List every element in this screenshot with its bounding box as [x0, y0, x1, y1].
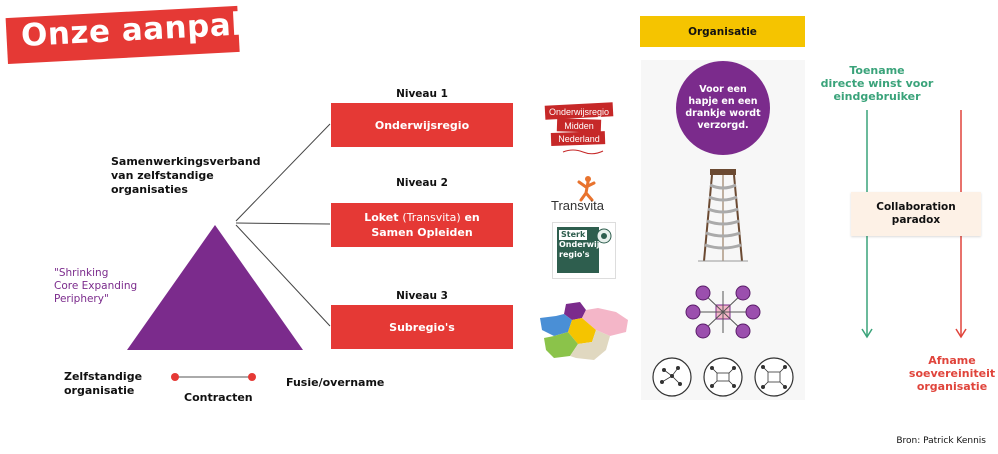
transvita-logo: Transvita [548, 173, 612, 217]
onderwijsregio-logo: Onderwijsregio Midden Nederland [543, 102, 615, 162]
zelfstandige-text: Zelfstandige organisatie [64, 370, 143, 397]
collaboration-paradox-box: Collaboration paradox [851, 192, 981, 236]
niveau-3-label: Niveau 3 [396, 290, 448, 302]
svg-text:Onderwijsregio: Onderwijsregio [549, 107, 609, 117]
contracten-label: Contracten [184, 391, 253, 404]
contract-dot-left [171, 373, 179, 381]
network-circle-3 [754, 357, 794, 397]
sterk-onderwijsregios-logo: Sterk Onderwijs- regio's [552, 222, 616, 279]
niveau-1-label: Niveau 1 [396, 88, 448, 100]
source-credit: Bron: Patrick Kennis [896, 436, 986, 446]
transvita-figure [577, 176, 596, 202]
connector-line-3 [235, 224, 331, 327]
network-circle-2 [703, 357, 743, 397]
niveau-2-box: Loket (Transvita) en Samen Opleiden [331, 203, 513, 247]
samenwerking-text: Samenwerkingsverband van zelfstandige or… [111, 155, 261, 196]
toename-text: Toename directe winst voor eindgebruiker [820, 64, 934, 103]
organisatie-header: Organisatie [640, 16, 805, 47]
network-illustration [685, 285, 761, 339]
afname-text: Afname soevereiniteit organisatie [908, 354, 996, 393]
fusie-label: Fusie/overname [286, 376, 385, 389]
purple-triangle [127, 225, 303, 350]
star-badge-icon [596, 228, 612, 244]
connector-line-1 [235, 123, 331, 222]
network-circles [652, 357, 794, 397]
svg-text:Nederland: Nederland [558, 134, 600, 144]
svg-text:Midden: Midden [564, 121, 594, 131]
green-arrow-head [861, 328, 873, 339]
niveau-1-box: Onderwijsregio [331, 103, 513, 147]
catering-circle: Voor een hapje en een drankje wordt verz… [676, 61, 770, 155]
network-circle-1 [652, 357, 692, 397]
connector-line-2 [235, 222, 331, 225]
contract-dot-right [248, 373, 256, 381]
niveau-2-label: Niveau 2 [396, 177, 448, 189]
onderwijsregio-logo-graphic: Onderwijsregio Midden Nederland [544, 102, 614, 155]
red-arrow-head [955, 328, 967, 339]
shrinking-core-text: "Shrinking Core Expanding Periphery" [54, 267, 138, 305]
subregio-map [540, 302, 628, 360]
niveau-3-box: Subregio's [331, 305, 513, 349]
tower-illustration [698, 169, 748, 262]
